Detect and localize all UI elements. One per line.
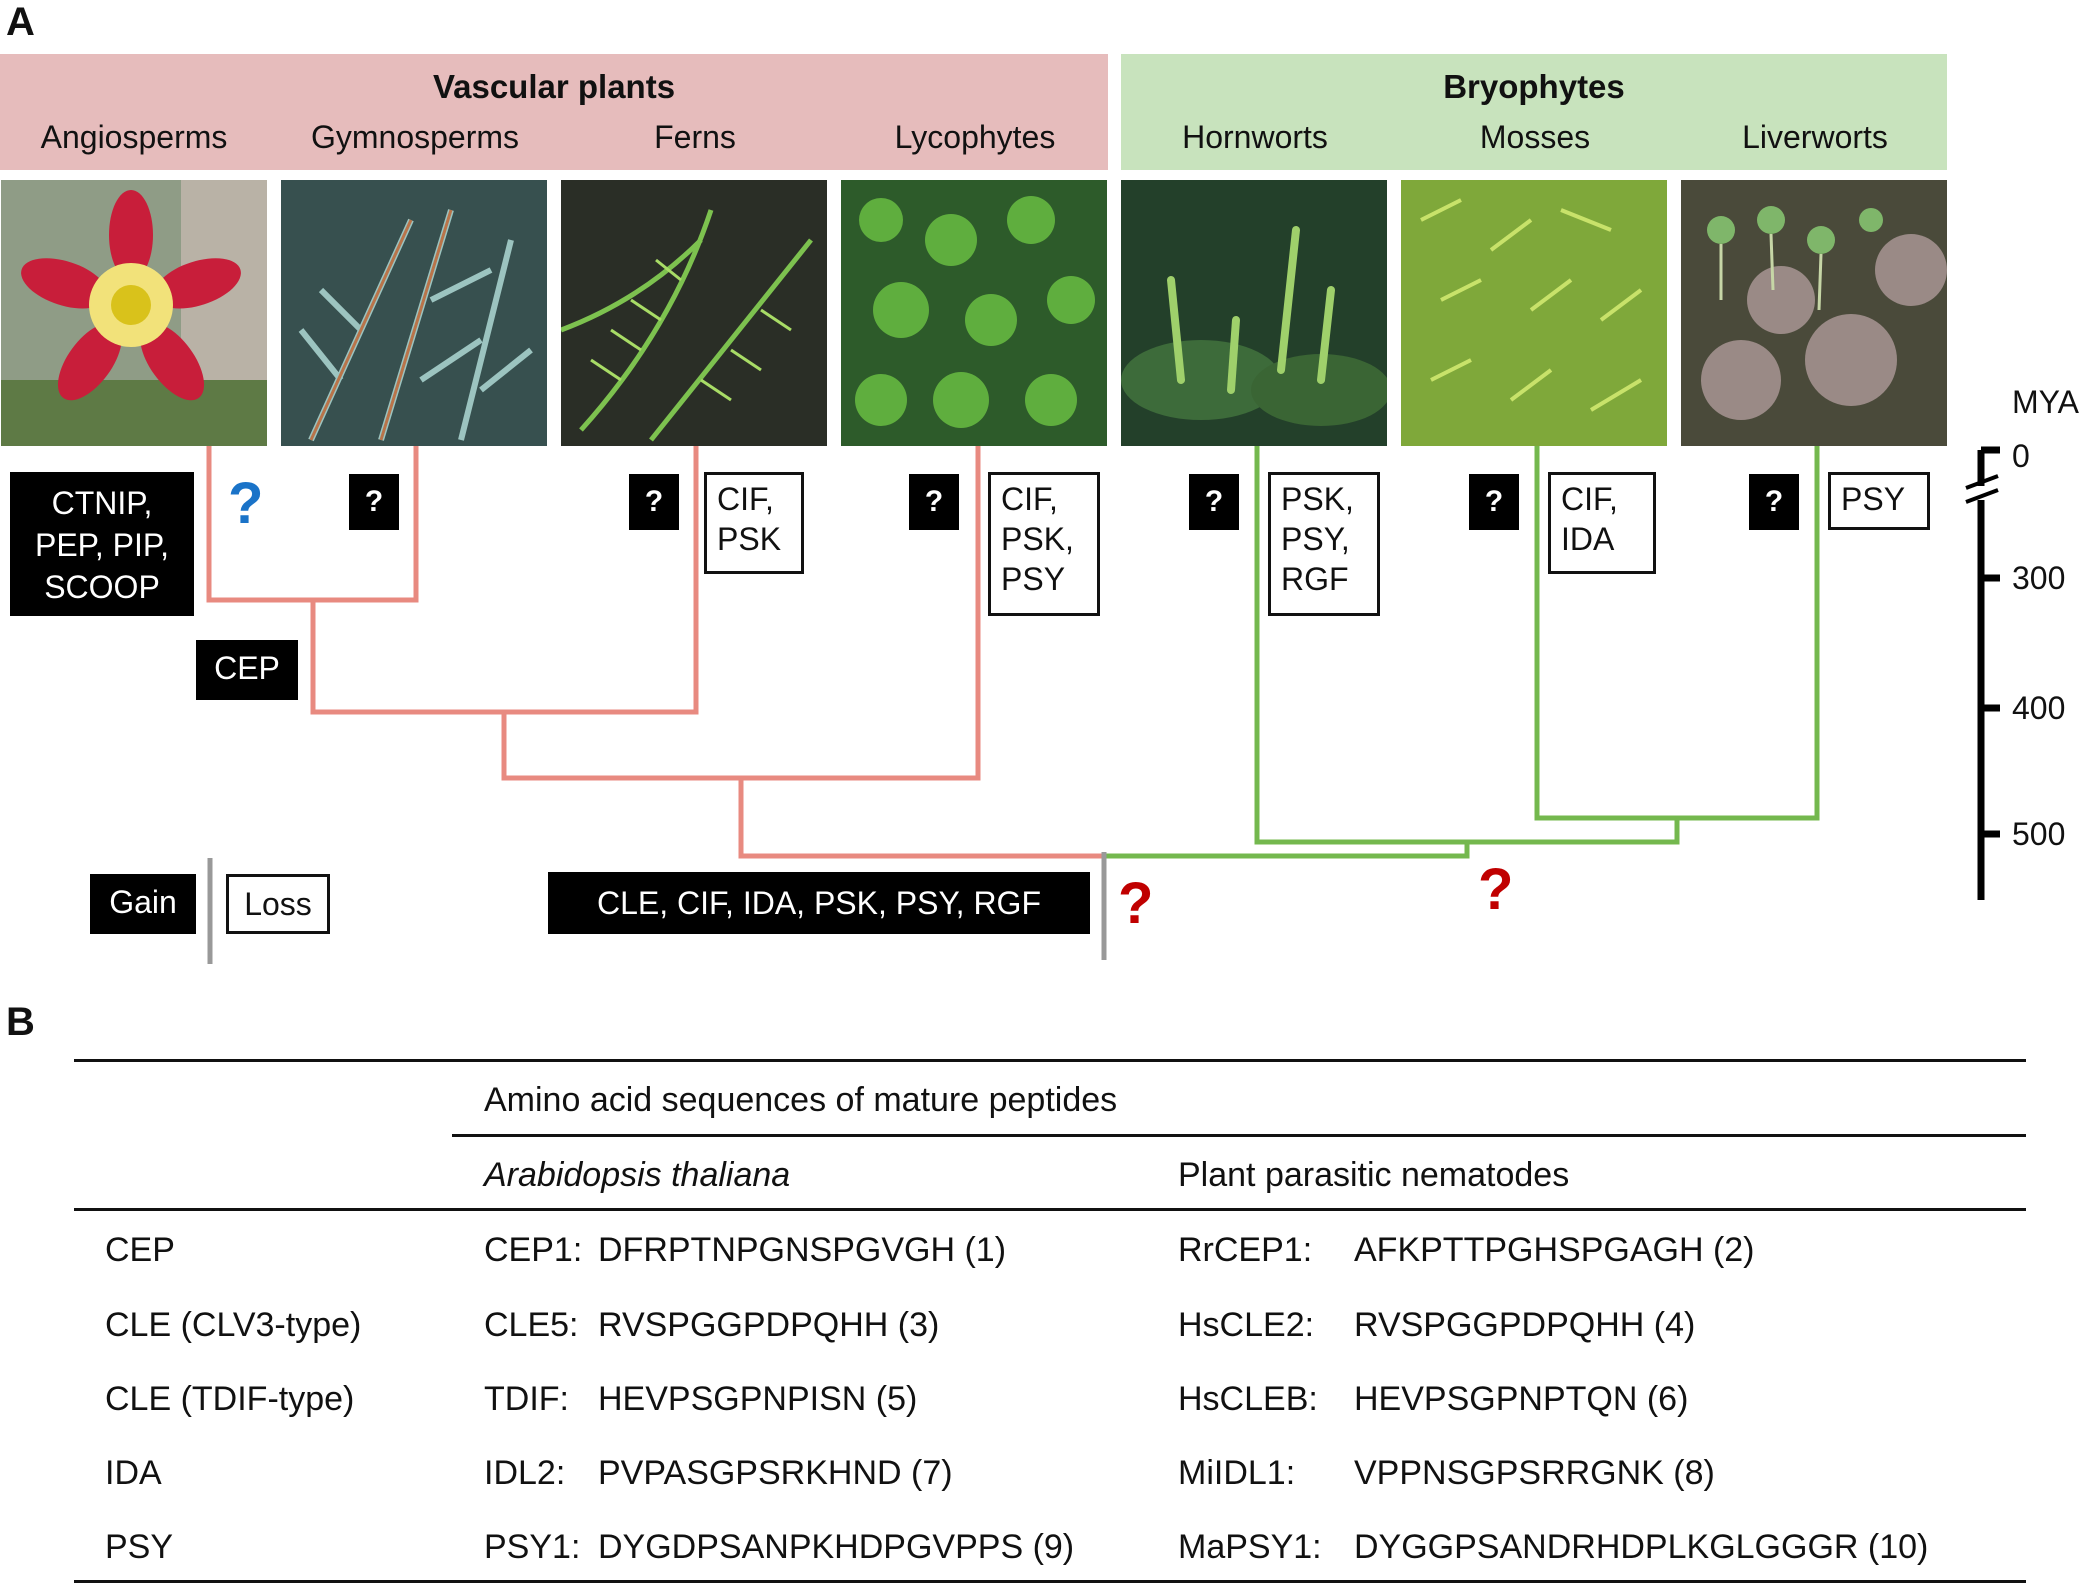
loss-text-moss-1: CIF, xyxy=(1561,481,1618,517)
tree-branch-vascular-root xyxy=(738,778,1102,859)
table-row-4-nem-seq: DYGGPSANDRHDPLKGLGGGR (10) xyxy=(1354,1528,1929,1566)
table-row-3-nem-name: MiIDL1: xyxy=(1178,1454,1296,1492)
photo-liverwort xyxy=(1681,180,1947,446)
timescale-tick-300: 300 xyxy=(2012,560,2066,596)
table-row-1-at-seq: RVSPGGPDPQHH (3) xyxy=(598,1306,940,1344)
timescale-tick-0: 0 xyxy=(2012,438,2030,474)
loss-box-lycophytes: CIF, PSK, PSY xyxy=(988,472,1100,616)
photo-gymnosperm-spruce xyxy=(281,180,547,446)
table-row-3-at-seq: PVPASGPSRKHND (7) xyxy=(598,1454,953,1492)
loss-box-mosses: CIF, IDA xyxy=(1548,472,1656,574)
legend-loss: Loss xyxy=(226,874,330,934)
table-row-1-nem-seq: RVSPGGPDPQHH (4) xyxy=(1354,1306,1696,1344)
table-row-3-at-name: IDL2: xyxy=(484,1454,566,1492)
table-row-1-family: CLE (CLV3-type) xyxy=(105,1306,362,1344)
table-row-2-nem-name: HsCLEB: xyxy=(1178,1380,1318,1418)
loss-text-ferns-1: CIF, xyxy=(717,481,774,517)
table-header-span: Amino acid sequences of mature peptides xyxy=(484,1081,1118,1119)
photo-lycophyte xyxy=(841,180,1107,446)
legend-gain: Gain xyxy=(90,874,196,934)
table-col-arabidopsis: Arabidopsis thaliana xyxy=(484,1156,791,1194)
timescale-tick-400: 400 xyxy=(2012,690,2066,726)
table-subheader-rule xyxy=(452,1134,2026,1137)
clade-label-hornworts: Hornworts xyxy=(1182,119,1328,155)
loss-text-horn-1: PSK, xyxy=(1281,481,1354,517)
gain-text-angio-2: PEP, PIP, xyxy=(34,527,170,563)
table-row-0-at-seq: DFRPTNPGNSPGVGH (1) xyxy=(598,1231,1007,1269)
table-row-4-nem-name: MaPSY1: xyxy=(1178,1528,1322,1566)
table-row-3-nem-seq: VPPNSGPSRRGNK (8) xyxy=(1354,1454,1715,1492)
question-mark-red-bryophytes: ? xyxy=(1478,857,1514,922)
table-row-3-family: IDA xyxy=(105,1454,162,1492)
question-mark-blue-angiosperms: ? xyxy=(228,471,264,536)
loss-text-lyco-3: PSY xyxy=(1001,561,1066,597)
loss-text-moss-2: IDA xyxy=(1561,521,1615,557)
unknown-marker-hornworts: ? xyxy=(1189,474,1239,530)
table-top-rule xyxy=(74,1059,2026,1062)
table-col-nematodes: Plant parasitic nematodes xyxy=(1178,1156,1570,1194)
loss-box-ferns: CIF, PSK xyxy=(704,472,804,574)
tree-branch-bryophyte-root xyxy=(1102,842,1470,859)
question-mark-red-root: ? xyxy=(1118,871,1154,936)
loss-text-horn-2: PSY, xyxy=(1281,521,1350,557)
clade-label-gymnosperms: Gymnosperms xyxy=(310,119,520,155)
unknown-marker-mosses: ? xyxy=(1469,474,1519,530)
gain-box-seed-plants: CEP xyxy=(196,640,298,700)
table-row-4-at-seq: DYGDPSANPKHDPGVPPS (9) xyxy=(598,1528,1075,1566)
clade-label-lycophytes: Lycophytes xyxy=(894,119,1056,155)
unknown-marker-ferns: ? xyxy=(629,474,679,530)
loss-text-lyco-2: PSK, xyxy=(1001,521,1074,557)
loss-text-lyco-1: CIF, xyxy=(1001,481,1058,517)
vascular-plants-title: Vascular plants xyxy=(432,68,676,105)
phylogenetic-tree xyxy=(206,446,1820,964)
photo-hornwort xyxy=(1121,180,1387,446)
bryophytes-title: Bryophytes xyxy=(1443,68,1625,105)
table-row-0-at-name: CEP1: xyxy=(484,1231,583,1269)
table-row-4-family: PSY xyxy=(105,1528,174,1566)
table-row-0-nem-seq: AFKPTTPGHSPGAGH (2) xyxy=(1354,1231,1755,1269)
panel-b-label: B xyxy=(6,1000,35,1044)
gain-box-angiosperms: CTNIP, PEP, PIP, SCOOP xyxy=(10,472,194,616)
unknown-marker-lycophytes: ? xyxy=(909,474,959,530)
table-row-4-at-name: PSY1: xyxy=(484,1528,581,1566)
bryophytes-band xyxy=(1121,54,1947,170)
loss-text-horn-3: RGF xyxy=(1281,561,1349,597)
table-row-2-at-name: TDIF: xyxy=(484,1380,569,1418)
table-row-2-nem-seq: HEVPSGPNPTQN (6) xyxy=(1354,1380,1689,1418)
photo-fern xyxy=(561,180,827,446)
gain-text-angio-3: SCOOP xyxy=(44,569,160,605)
loss-text-ferns-2: PSK xyxy=(717,521,782,557)
photo-angiosperm-flower xyxy=(1,180,267,446)
table-row-1-at-name: CLE5: xyxy=(484,1306,579,1344)
table-bottom-rule xyxy=(74,1580,2026,1583)
photo-moss xyxy=(1401,180,1667,446)
clade-label-ferns: Ferns xyxy=(654,119,736,155)
table-header-rule xyxy=(74,1208,2026,1211)
clade-label-angiosperms: Angiosperms xyxy=(40,119,228,155)
clade-label-liverworts: Liverworts xyxy=(1742,119,1888,155)
table-row-1-nem-name: HsCLE2: xyxy=(1178,1306,1315,1344)
gain-box-land-plants: CLE, CIF, IDA, PSK, PSY, RGF xyxy=(548,872,1090,934)
timescale-unit: MYA xyxy=(2012,384,2079,420)
clade-label-mosses: Mosses xyxy=(1479,119,1591,155)
table-row-0-family: CEP xyxy=(105,1231,175,1269)
timescale-tick-500: 500 xyxy=(2012,816,2066,852)
vascular-plants-band xyxy=(0,54,1108,170)
unknown-marker-gymnosperms: ? xyxy=(349,474,399,530)
loss-box-hornworts: PSK, PSY, RGF xyxy=(1268,472,1380,616)
table-row-0-nem-name: RrCEP1: xyxy=(1178,1231,1313,1269)
table-row-2-at-seq: HEVPSGPNPISN (5) xyxy=(598,1380,918,1418)
unknown-marker-liverworts: ? xyxy=(1749,474,1799,530)
loss-box-liverworts: PSY xyxy=(1828,472,1930,530)
timescale-axis xyxy=(1965,446,2000,900)
gain-text-angio-1: CTNIP, xyxy=(51,485,153,521)
panel-a-label: A xyxy=(6,0,35,44)
table-row-2-family: CLE (TDIF-type) xyxy=(105,1380,355,1418)
